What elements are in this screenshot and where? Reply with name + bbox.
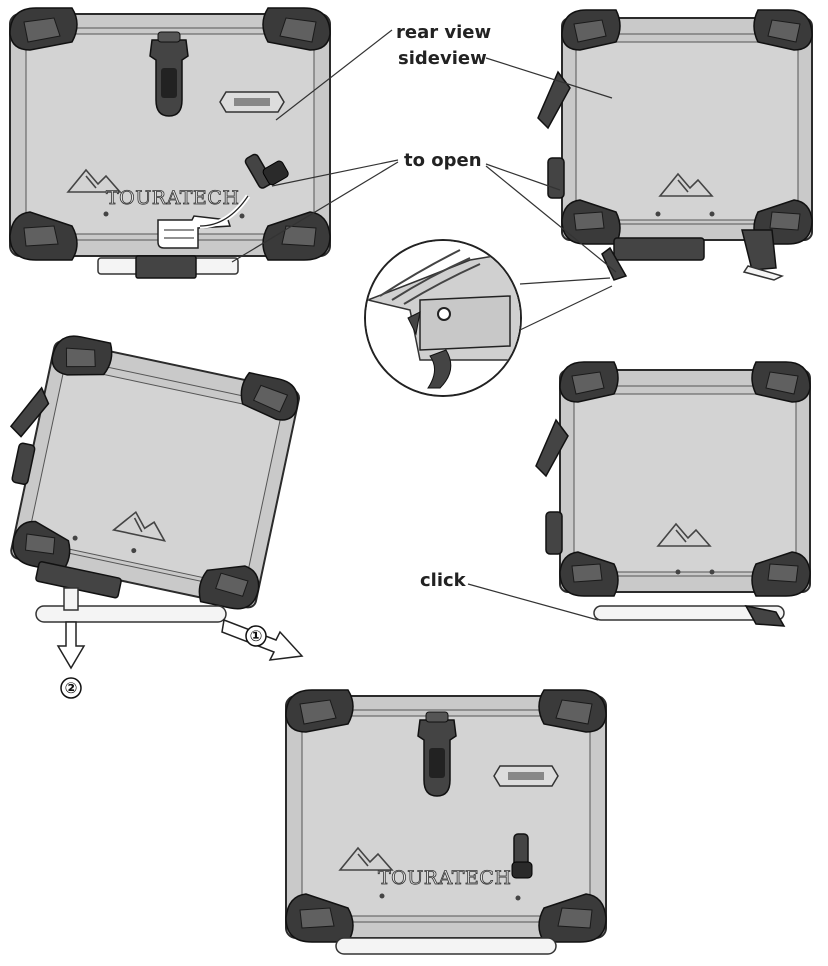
pointing-hand-icon — [157, 194, 251, 249]
step-2-marker: ② — [65, 679, 78, 697]
case-side-view — [537, 9, 813, 281]
label-click: click — [420, 570, 467, 591]
label-to-open: to open — [404, 150, 482, 171]
latch-detail-magnifier — [364, 239, 613, 397]
brand-logotype-rear: TOURATECH — [106, 187, 239, 209]
case-mounted-side — [535, 361, 811, 627]
label-rear-view: rear view — [396, 22, 491, 43]
step-2-arrow-icon: ② — [56, 621, 86, 699]
case-tilted-mounting — [7, 330, 304, 614]
step-1-arrow-icon: ① — [221, 618, 304, 661]
step-1-marker: ① — [250, 627, 263, 645]
mounting-rail — [35, 587, 227, 623]
brand-logotype-front: TOURATECH — [378, 867, 511, 889]
case-rear-view: TOURATECH — [9, 7, 331, 279]
label-sideview: sideview — [398, 48, 487, 69]
case-front-mounted: TOURATECH — [285, 689, 607, 955]
